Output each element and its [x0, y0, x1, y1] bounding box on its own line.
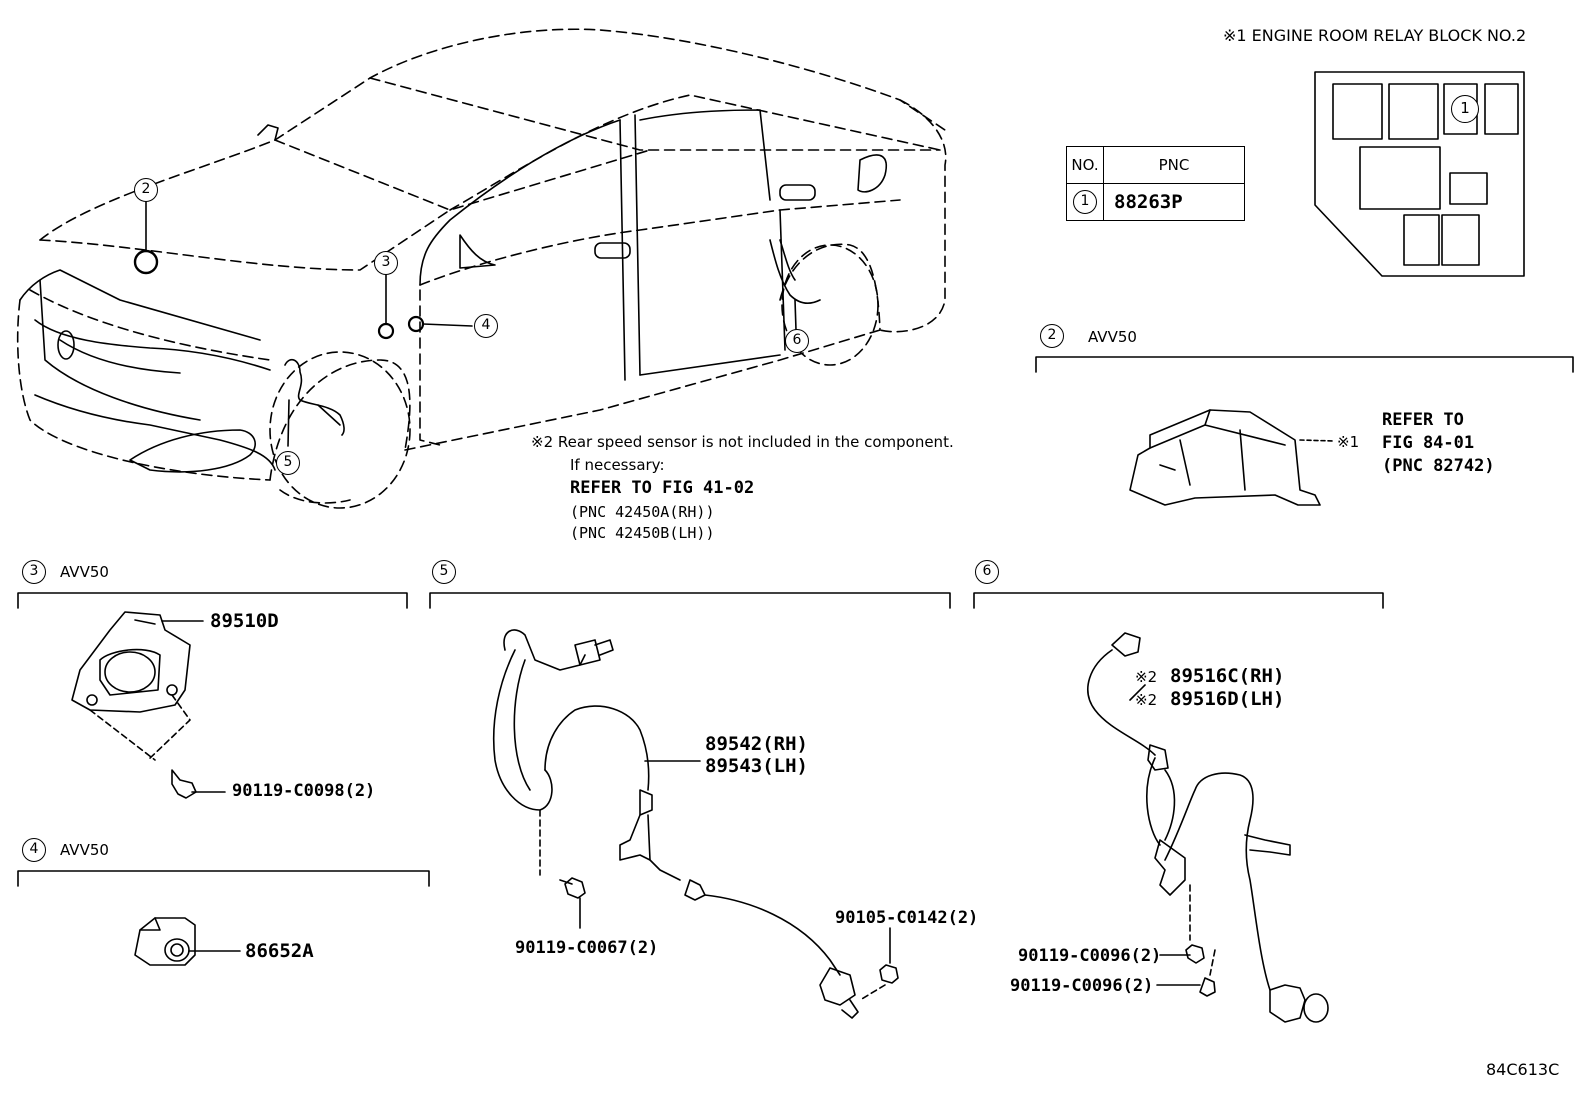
section-3-number: 3 [22, 560, 46, 584]
callout-6: 6 [785, 329, 809, 353]
part-89516d-label: 89516D(LH) [1170, 688, 1285, 710]
section-4-number: 4 [22, 838, 46, 862]
callout-3: 3 [374, 251, 398, 275]
part-89516c-label: 89516C(RH) [1170, 665, 1285, 687]
part-89516-drawing [1087, 632, 1329, 1023]
part-89510d-drawing [71, 611, 226, 799]
note-line-1: ※2 Rear speed sensor is not included in … [531, 433, 954, 451]
section-6-number: 6 [975, 560, 999, 584]
relay-block-title: ※1 ENGINE ROOM RELAY BLOCK NO.2 [1223, 26, 1527, 45]
section-2-refer-line-1: REFER TO [1382, 410, 1464, 430]
part-90105-c0142-label: 90105-C0142(2) [835, 908, 979, 928]
pnc-header-pnc: PNC [1103, 146, 1245, 184]
note-line-2: If necessary: [570, 456, 665, 474]
note-line-3: REFER TO FIG 41-02 [570, 478, 755, 498]
airbag-sensor-drawing [1129, 409, 1335, 506]
part-90119-c0096-label-1: 90119-C0096(2) [1018, 946, 1162, 966]
pnc-row-no: 1 [1066, 183, 1104, 221]
pnc-row-value: 88263P [1103, 183, 1245, 221]
section-2-refer-line-3: (PNC 82742) [1382, 456, 1495, 476]
part-89542-label: 89542(RH) [705, 733, 808, 755]
pnc-row-no-marker: 1 [1073, 190, 1097, 214]
part-90119-c0096-label-2: 90119-C0096(2) [1010, 976, 1154, 996]
callout-5: 5 [276, 451, 300, 475]
relay-block-marker: 1 [1451, 95, 1479, 123]
part-89542-drawing [492, 629, 899, 1019]
section-6-mark-1: ※2 [1135, 668, 1158, 686]
section-4-label: AVV50 [60, 841, 109, 859]
part-86652a-label: 86652A [245, 940, 314, 962]
diagram-code: 84C613C [1486, 1060, 1560, 1079]
note-line-5: (PNC 42450B(LH)) [570, 524, 715, 542]
relay-block-drawing [1314, 71, 1525, 277]
section-2-refer-line-2: FIG 84-01 [1382, 433, 1475, 453]
callout-4: 4 [474, 314, 498, 338]
section-3-frame [17, 592, 408, 609]
section-2-refer-mark: ※1 [1337, 433, 1360, 451]
pnc-header-no: NO. [1066, 146, 1104, 184]
section-3-label: AVV50 [60, 563, 109, 581]
section-6-mark-2: ※2 [1135, 691, 1158, 709]
part-89543-label: 89543(LH) [705, 755, 808, 777]
pnc-table: NO. PNC 1 88263P [1066, 146, 1245, 221]
section-2-frame [1035, 356, 1574, 373]
section-5-frame [429, 592, 951, 609]
section-4-frame [17, 870, 430, 887]
component-markers [133, 199, 797, 447]
part-86652a-drawing [134, 917, 241, 966]
section-2-label: AVV50 [1088, 328, 1137, 346]
section-5-number: 5 [432, 560, 456, 584]
callout-2: 2 [134, 178, 158, 202]
part-90119-c0098-label: 90119-C0098(2) [232, 781, 376, 801]
note-line-4: (PNC 42450A(RH)) [570, 503, 715, 521]
section-2-number: 2 [1040, 324, 1064, 348]
vehicle-outline [16, 28, 947, 509]
part-89510d-label: 89510D [210, 610, 279, 632]
section-6-frame [973, 592, 1384, 609]
part-90119-c0067-label: 90119-C0067(2) [515, 938, 659, 958]
